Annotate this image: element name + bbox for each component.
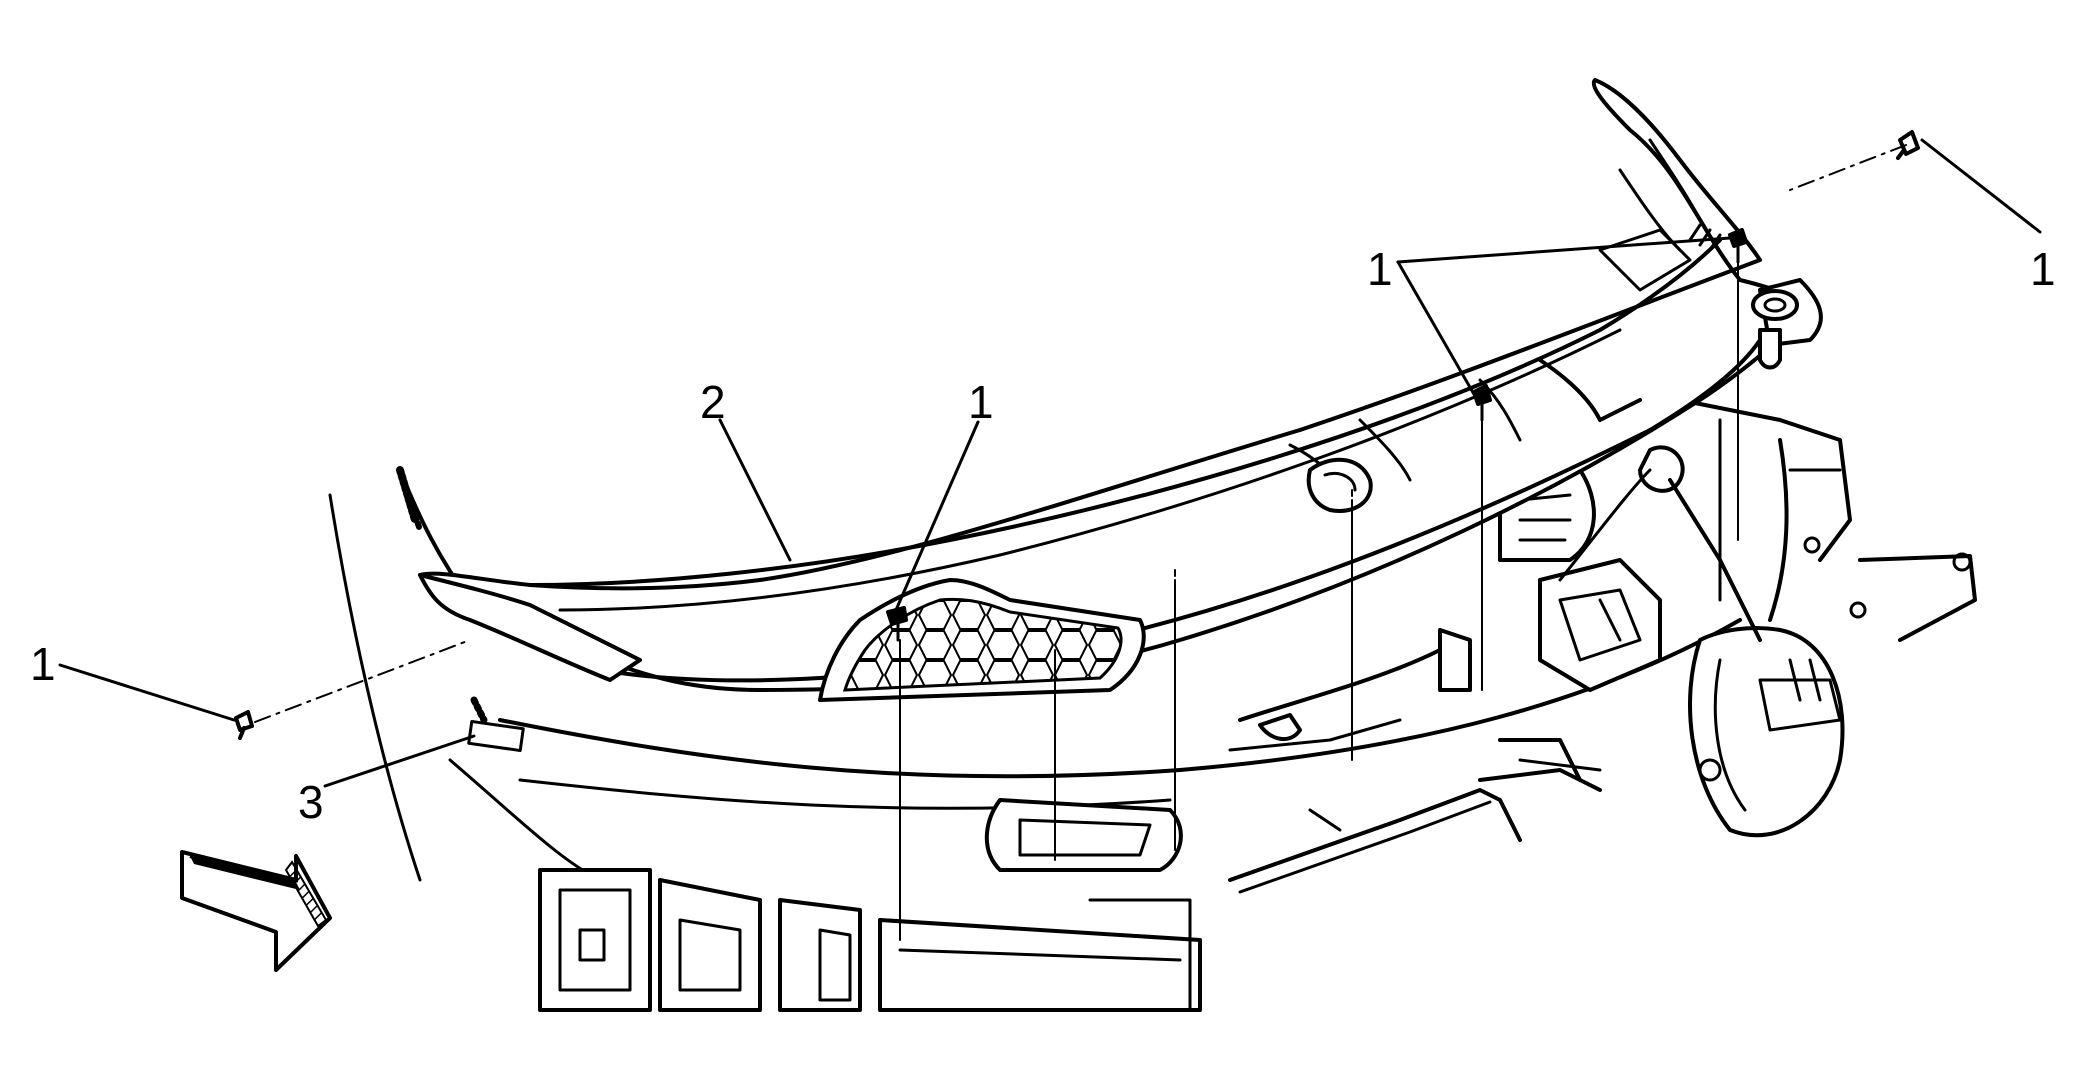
callout-1-center: 1 <box>968 376 994 428</box>
leader-1-center <box>894 420 980 612</box>
fastener-left <box>234 710 254 740</box>
fastener-top-right <box>1896 130 1920 160</box>
callout-1-top-right: 1 <box>2030 243 2056 295</box>
leader-1-pair-right <box>1396 236 1732 264</box>
callout-labels: 1 1 1 1 2 3 <box>30 243 2056 828</box>
installation-lines <box>254 144 1907 941</box>
leader-2 <box>718 418 792 562</box>
leader-lines <box>58 138 2042 788</box>
fasteners <box>234 130 1920 740</box>
callout-2-panel: 2 <box>700 376 726 428</box>
leader-3 <box>323 734 476 788</box>
cowl-panel-seal <box>467 696 525 753</box>
fastener-center <box>886 606 908 642</box>
callout-1-upper-pair: 1 <box>1367 243 1393 295</box>
leader-1-pair-center <box>1396 260 1477 398</box>
callout-3-seal: 3 <box>298 776 324 828</box>
front-direction-arrow <box>180 850 332 972</box>
fender-edge-hatch <box>396 466 419 524</box>
vehicle-body-structure <box>328 398 1977 1012</box>
callout-1-left: 1 <box>30 638 56 690</box>
leader-1-top-right <box>1920 138 2042 234</box>
leader-1-left <box>58 663 236 722</box>
fastener-upper-center <box>1472 384 1492 422</box>
